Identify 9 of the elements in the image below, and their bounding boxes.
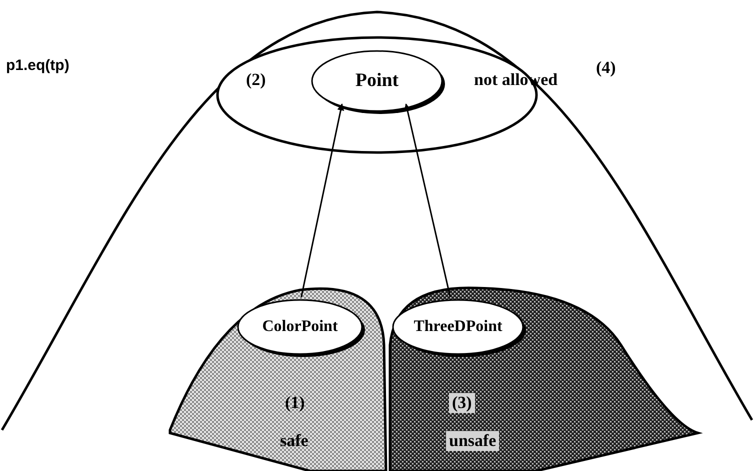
region-label: unsafe: [446, 431, 500, 451]
region-number: (3): [449, 393, 475, 413]
region-number: (4): [596, 58, 616, 78]
code-expression: p1.eq(tp): [6, 57, 70, 74]
class-name: Point: [355, 70, 399, 92]
region-label: safe: [280, 431, 308, 451]
region-number: (2): [246, 70, 266, 90]
class-name: ColorPoint: [262, 318, 338, 336]
class-name: ThreeDPoint: [414, 318, 502, 336]
